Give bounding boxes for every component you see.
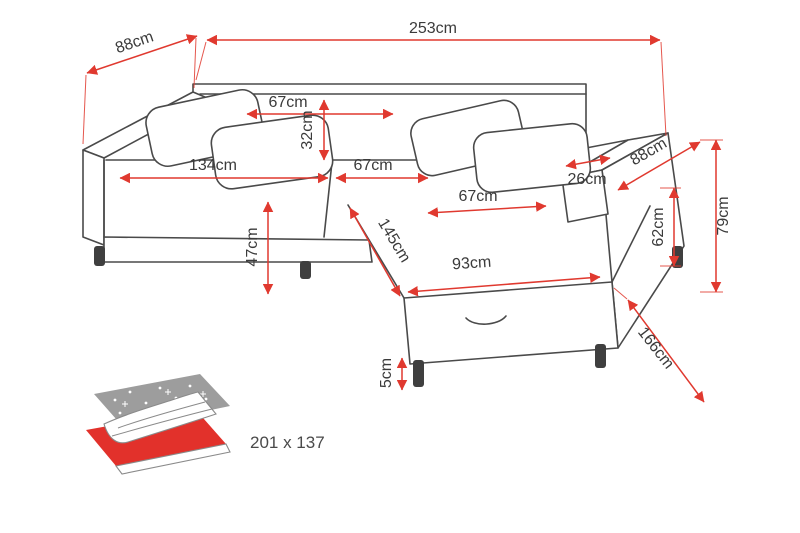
label-corner-seat-width: 67cm bbox=[353, 157, 392, 174]
bed-icon-base-strip bbox=[115, 443, 231, 475]
dimension-line-right-side-length bbox=[627, 299, 705, 403]
chaise-front-face bbox=[403, 281, 619, 365]
label-backrest-depth: 32cm bbox=[299, 110, 316, 149]
sleeping-function-icon bbox=[86, 374, 231, 475]
extension-line bbox=[193, 37, 197, 89]
label-left-depth: 88cm bbox=[113, 28, 156, 57]
leg-front-middle bbox=[300, 261, 311, 279]
dimension-line-right-armrest-width bbox=[565, 154, 611, 170]
sleeping-area-label: 201 x 137 bbox=[250, 433, 325, 452]
extension-line bbox=[613, 287, 628, 300]
leg-front-left bbox=[94, 246, 105, 266]
dimension-lines bbox=[82, 34, 723, 403]
extension-line bbox=[82, 74, 87, 145]
label-chaise-front-width: 93cm bbox=[452, 254, 492, 274]
dimension-line-right-armrest-depth bbox=[617, 141, 701, 191]
seat-cushion-divider bbox=[323, 161, 333, 238]
dimension-line-chaise-front-width bbox=[407, 272, 601, 297]
drawer-handle-icon bbox=[465, 315, 507, 325]
label-back-top-width: 67cm bbox=[268, 94, 307, 111]
label-right-side-length: 166cm bbox=[634, 324, 677, 372]
extension-line bbox=[195, 41, 207, 81]
label-left-seat-width: 134cm bbox=[189, 157, 237, 174]
backrest-right-connector bbox=[585, 139, 629, 149]
extension-line bbox=[660, 41, 667, 137]
sofa-legs bbox=[94, 246, 683, 387]
left-armrest-front bbox=[82, 149, 105, 246]
dimension-line-chaise-length bbox=[349, 207, 401, 297]
seat-front-face bbox=[103, 236, 373, 263]
label-total-width: 253cm bbox=[409, 20, 457, 37]
label-seat-height: 47cm bbox=[244, 227, 261, 266]
label-chaise-seat-width: 67cm bbox=[458, 188, 497, 205]
label-right-arm-height: 62cm bbox=[650, 207, 667, 246]
label-leg-height: 5cm bbox=[378, 358, 395, 388]
dimension-line-chaise-seat-width bbox=[427, 201, 547, 218]
chaise-right-crease bbox=[611, 205, 651, 283]
leg-chaise-left bbox=[413, 360, 424, 387]
pillow-right-front bbox=[472, 122, 592, 194]
leg-chaise-right bbox=[595, 344, 606, 368]
backrest-top-edge bbox=[192, 83, 587, 149]
label-right-armrest-width: 26cm bbox=[567, 171, 606, 188]
pillows bbox=[145, 88, 592, 194]
label-total-height: 79cm bbox=[715, 196, 732, 235]
dimension-line-left-depth bbox=[86, 34, 198, 75]
